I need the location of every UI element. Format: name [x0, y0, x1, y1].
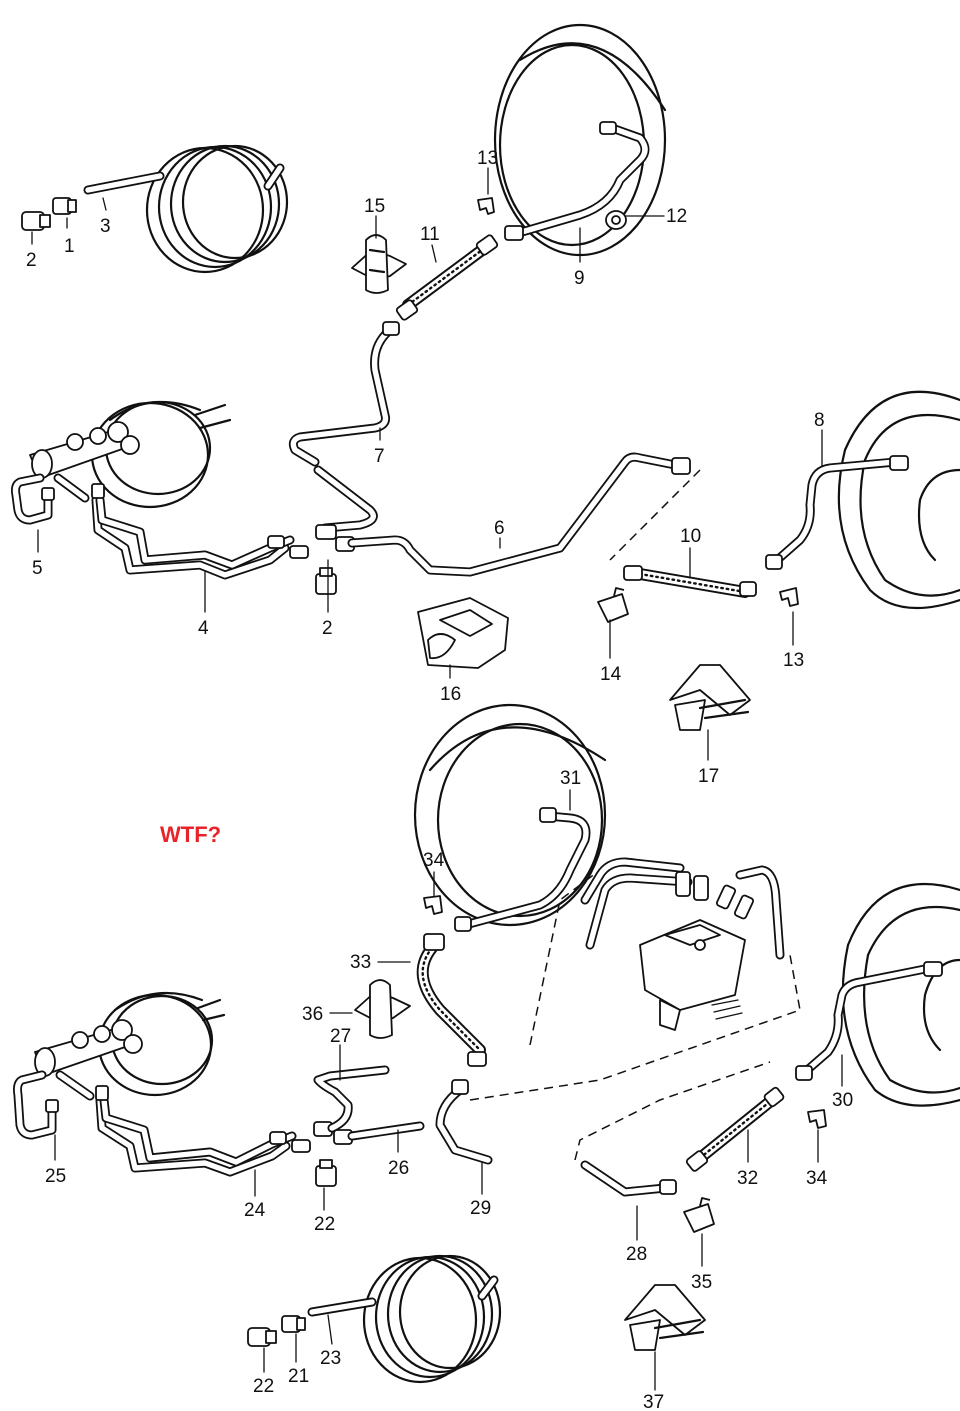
- mount-16: [417, 597, 509, 669]
- brake-pipe-31: [454, 807, 591, 932]
- callout-23: 23: [320, 1348, 341, 1369]
- clip-17: [669, 664, 751, 731]
- callout-37: 37: [643, 1392, 664, 1411]
- callout-6: 6: [494, 518, 505, 539]
- clip-37: [624, 1284, 706, 1351]
- callout-1: 1: [64, 236, 75, 257]
- callout-30: 30: [832, 1090, 853, 1111]
- union-nut-top: [21, 197, 77, 231]
- callout-26: 26: [388, 1158, 409, 1179]
- brake-pipe-5: [11, 473, 55, 525]
- callout-5: 5: [32, 558, 43, 579]
- brake-servo-top: [29, 400, 232, 509]
- bracket-14: [597, 587, 629, 623]
- brake-hose-32: [685, 1086, 785, 1172]
- brake-pipe-8: [765, 455, 909, 570]
- brake-hose-33: [416, 933, 487, 1067]
- bracket-35: [683, 1197, 715, 1233]
- callout-25: 25: [45, 1166, 66, 1187]
- callout-32: 32: [737, 1168, 758, 1189]
- clip-15: [351, 234, 407, 294]
- callout-29: 29: [470, 1198, 491, 1219]
- callout-34-left: 34: [423, 850, 445, 871]
- bracket-34-left: [423, 895, 443, 915]
- bracket-34-right: [807, 1109, 827, 1129]
- brake-servo-bottom: [34, 991, 226, 1097]
- callout-2-mid: 2: [322, 618, 333, 639]
- bottom-section: [13, 703, 960, 1384]
- brake-pipe-25: [13, 1070, 59, 1140]
- rear-drum-bottom: [413, 703, 607, 927]
- brake-pipe-30: [795, 961, 943, 1081]
- callout-22-mid: 22: [314, 1214, 335, 1235]
- dashed-pipe-runs: [469, 869, 801, 1161]
- bracket-13-right: [779, 587, 799, 607]
- callout-13-top: 13: [477, 148, 498, 169]
- reference-line-top: [609, 469, 701, 561]
- union-2-middle: [315, 524, 355, 595]
- callouts-top: 1 2 3 15 11 13 9 12 7 8 5 4 2 6 10 16 14…: [26, 148, 825, 787]
- brake-pipe-4: [53, 473, 309, 580]
- brake-hose-11: [395, 234, 499, 321]
- leader-lines: [31, 167, 843, 1391]
- callouts-bottom: 31 34 33 36 27 25 24 22 26 29 30 32 34 2…: [45, 768, 853, 1411]
- callout-34-right: 34: [806, 1168, 828, 1189]
- brake-pipe-7: [288, 321, 400, 533]
- callout-2-top: 2: [26, 250, 37, 271]
- rear-drum-right-top: [837, 390, 960, 610]
- pipe-coil: [83, 144, 289, 274]
- callout-13-right: 13: [783, 650, 804, 671]
- top-section: [11, 23, 960, 731]
- union-nut-bottom: [247, 1315, 306, 1347]
- callout-11: 11: [420, 224, 440, 245]
- rear-drum-right-bottom: [841, 882, 960, 1107]
- brake-pipe-24: [55, 1070, 311, 1177]
- callout-21: 21: [288, 1366, 309, 1387]
- callout-36: 36: [302, 1004, 323, 1025]
- callout-35: 35: [691, 1272, 712, 1293]
- regulator-pipes: [580, 857, 785, 960]
- callout-12: 12: [666, 206, 687, 227]
- wtf-annotation: WTF?: [160, 822, 221, 847]
- brake-hose-10: [623, 565, 757, 598]
- callout-24: 24: [244, 1200, 266, 1221]
- brake-pipe-28: [580, 1160, 677, 1197]
- callout-7: 7: [374, 446, 385, 467]
- callout-16: 16: [440, 684, 461, 705]
- union-22-middle: [313, 1121, 353, 1187]
- callout-14: 14: [600, 664, 622, 685]
- callout-4: 4: [198, 618, 209, 639]
- callout-9: 9: [574, 268, 585, 289]
- callout-33: 33: [350, 952, 371, 973]
- callout-28: 28: [626, 1244, 647, 1265]
- callout-3: 3: [100, 216, 111, 237]
- brake-pipe-9: [504, 121, 650, 241]
- callout-10: 10: [680, 526, 701, 547]
- brake-pipe-27: [313, 1065, 390, 1133]
- callout-27: 27: [330, 1026, 351, 1047]
- brake-pipe-29: [435, 1079, 493, 1165]
- callout-15: 15: [364, 196, 385, 217]
- clip-36: [354, 979, 411, 1039]
- callout-31: 31: [560, 768, 581, 789]
- callout-17: 17: [698, 766, 719, 787]
- pipe-coil-bottom: [307, 1254, 502, 1384]
- callout-22-bottom: 22: [253, 1376, 274, 1397]
- bracket-13-top: [477, 197, 495, 215]
- brake-pressure-regulator: [639, 871, 754, 1031]
- callout-8: 8: [814, 410, 825, 431]
- brake-pipe-6: [347, 452, 691, 577]
- brake-pipe-26: [347, 1121, 425, 1141]
